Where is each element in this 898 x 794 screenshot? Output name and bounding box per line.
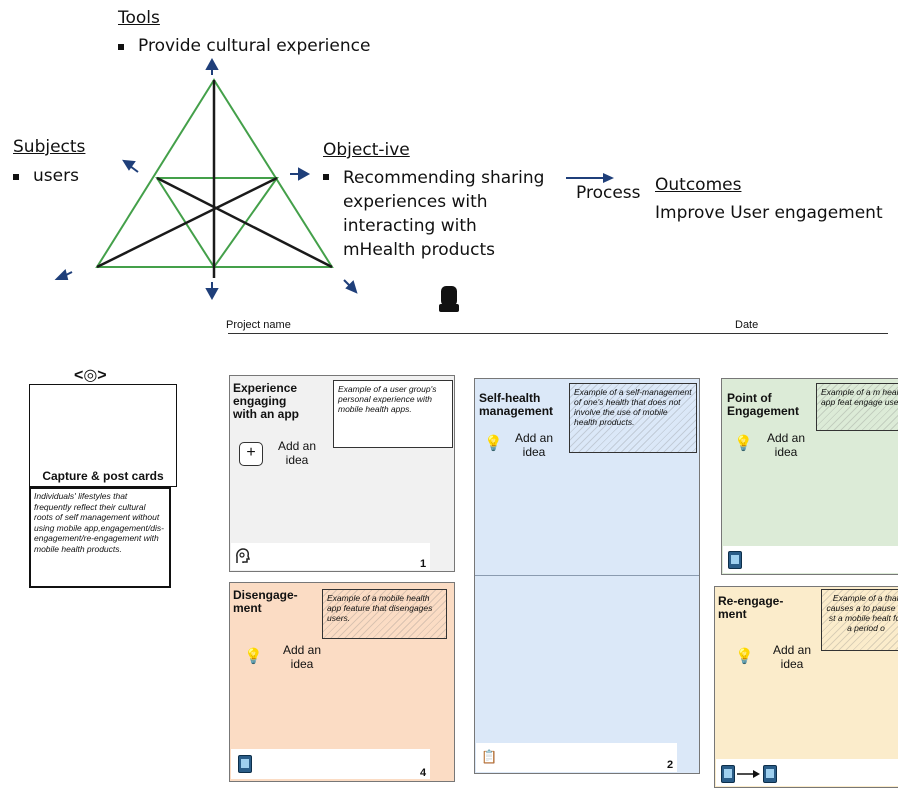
- clipboard-icon: 📋: [481, 749, 498, 764]
- panel-title-line: ment: [718, 607, 747, 621]
- panel-number: 2: [667, 759, 674, 771]
- direction-arrows: [54, 57, 358, 300]
- panel-title-line: Engagement: [727, 404, 800, 418]
- example-note[interactable]: Example of a m health app feat engage us…: [816, 383, 898, 431]
- add-idea-line: idea: [780, 657, 804, 671]
- panel-title-line: Experience: [233, 381, 298, 395]
- panel-title-line: management: [479, 404, 554, 418]
- panel-self-health[interactable]: Self-health management Example of a self…: [474, 378, 700, 774]
- mobile-app-icon: [721, 765, 735, 783]
- add-idea-line: idea: [522, 445, 546, 459]
- objective-line: interacting with: [343, 216, 477, 236]
- lightbulb-icon: 💡: [735, 648, 754, 665]
- panel-title-line: engaging: [233, 394, 287, 408]
- header-line: [228, 333, 888, 334]
- objective-bullet: Recommending sharing experiences with in…: [323, 166, 544, 262]
- tools-bullet-text: Provide cultural experience: [138, 36, 371, 56]
- subjects-bullet: users: [13, 166, 79, 186]
- add-idea-button[interactable]: Add an idea: [275, 643, 329, 671]
- panel-title: Self-health management: [479, 392, 553, 418]
- triangle-medians: [96, 80, 333, 278]
- add-idea-button[interactable]: Add an idea: [270, 439, 324, 467]
- objective-heading: Object-ive: [323, 140, 410, 160]
- subjects-heading: Subjects: [13, 137, 86, 157]
- add-idea-line: Add an: [514, 431, 554, 445]
- date-label: Date: [735, 319, 759, 331]
- add-idea-plus-icon[interactable]: +: [239, 442, 263, 466]
- panel-point-of-engagement[interactable]: Point of Engagement Example of a m healt…: [721, 378, 898, 575]
- panel-title-line: Point of: [727, 391, 772, 405]
- example-note[interactable]: Example of a mobile health app feature t…: [322, 589, 447, 639]
- add-idea-line: idea: [290, 657, 314, 671]
- add-idea-button[interactable]: Add an idea: [507, 431, 561, 459]
- tools-heading: Tools: [118, 8, 160, 28]
- panel-title-line: Re-engage-: [718, 594, 784, 608]
- panel-footer: [231, 543, 430, 570]
- objective-line: mHealth products: [343, 240, 496, 260]
- panel-disengagement[interactable]: Disengage- ment Example of a mobile heal…: [229, 582, 455, 782]
- panel-title: Experience engaging with an app: [233, 382, 299, 421]
- bullet-marker: [323, 174, 329, 180]
- bullet-marker: [13, 174, 19, 180]
- lightbulb-icon: 💡: [484, 435, 503, 452]
- panel-title: Re-engage- ment: [718, 595, 783, 621]
- example-note[interactable]: Example of a that causes a to pause or s…: [821, 589, 898, 651]
- add-idea-line: Add an: [772, 643, 812, 657]
- panel-re-engagement[interactable]: Re-engage- ment Example of a that causes…: [714, 586, 898, 788]
- process-arrow: [566, 173, 614, 183]
- capture-card[interactable]: Capture & post cards: [29, 384, 177, 487]
- eye-glyph-icon: <◎>: [74, 367, 107, 384]
- add-idea-line: Add an: [282, 643, 322, 657]
- triangle-inner: [155, 177, 279, 269]
- add-idea-button[interactable]: Add an idea: [759, 431, 813, 459]
- add-idea-line: Add an: [277, 439, 317, 453]
- capture-card-title: Capture & post cards: [42, 469, 164, 483]
- lightbulb-icon: 💡: [734, 435, 753, 452]
- panel-footer: [231, 749, 430, 779]
- outcomes-heading: Outcomes: [655, 175, 742, 195]
- panel-title: Disengage- ment: [233, 589, 298, 615]
- subjects-bullet-text: users: [33, 166, 79, 186]
- panel-title-line: ment: [233, 601, 262, 615]
- mobile-app-icon: [728, 551, 742, 569]
- add-idea-line: idea: [285, 453, 309, 467]
- bullet-marker: [118, 44, 124, 50]
- activity-triangle-diagram: [54, 57, 358, 300]
- objective-line: Recommending sharing: [343, 168, 545, 188]
- objective-line: experiences with: [343, 192, 488, 212]
- panel-title-line: Disengage-: [233, 588, 298, 602]
- lightbulb-icon: 💡: [244, 648, 263, 665]
- panel-experience[interactable]: Experience engaging with an app Example …: [229, 375, 455, 572]
- mobile-app-icon: [763, 765, 777, 783]
- capture-card-description: Individuals' lifestyles that frequently …: [29, 487, 171, 588]
- add-idea-line: idea: [774, 445, 798, 459]
- panel-divider: [475, 575, 699, 576]
- bollard-icon: [439, 286, 459, 312]
- panel-number: 1: [420, 558, 427, 570]
- project-name-label: Project name: [226, 319, 291, 331]
- panel-number: 4: [420, 767, 427, 779]
- example-note[interactable]: Example of a user group's personal exper…: [333, 380, 453, 448]
- mobile-app-icon: [238, 755, 252, 773]
- objective-lines: Recommending sharing experiences with in…: [343, 166, 544, 262]
- tools-bullet: Provide cultural experience: [118, 36, 370, 56]
- panel-title: Point of Engagement: [727, 392, 799, 418]
- process-label: Process: [576, 183, 641, 203]
- panel-title-line: with an app: [233, 407, 299, 421]
- example-note[interactable]: Example of a self-management of one's he…: [569, 383, 697, 453]
- panel-footer: [716, 759, 898, 786]
- add-idea-line: Add an: [766, 431, 806, 445]
- panel-footer: [476, 743, 677, 772]
- outcomes-text: Improve User engagement: [655, 203, 883, 223]
- head-icon: [236, 548, 251, 563]
- arrow-right-icon: [737, 770, 760, 778]
- panel-footer: [723, 546, 898, 573]
- add-idea-button[interactable]: Add an idea: [765, 643, 819, 671]
- panel-title-line: Self-health: [479, 391, 541, 405]
